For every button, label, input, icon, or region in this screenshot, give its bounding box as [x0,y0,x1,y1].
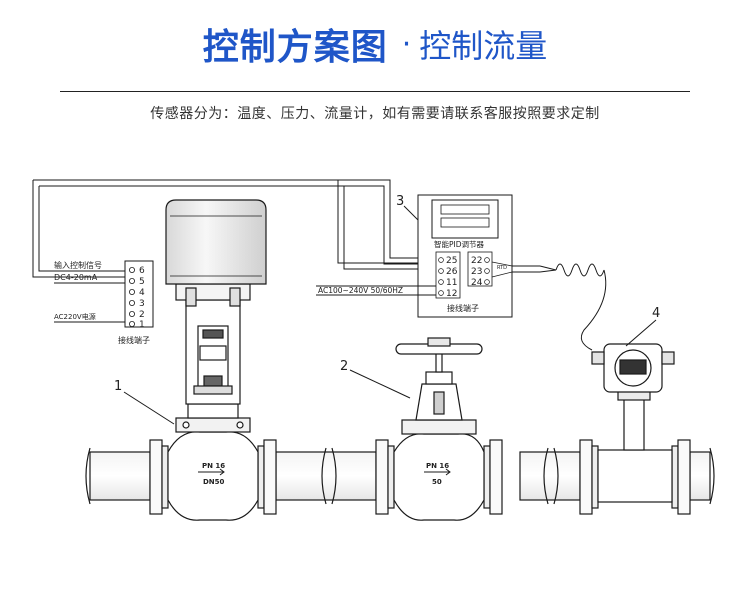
input-signal-label: 输入控制信号 [54,260,102,270]
valve1-marking: PN 16 DN50 [198,462,225,486]
signal-wiring [32,179,418,278]
pid-terminal-11: 11 [446,278,457,288]
callout-1: 1 [114,379,122,394]
electric-control-valve [149,199,277,521]
title-separator: · [401,26,412,62]
valve1-pressure-rating: PN 16 [202,462,225,470]
pid-controller-name: 智能PID调节器 [434,239,485,249]
pid-terminal-22: 22 [471,256,482,266]
pid-terminal-25: 25 [446,256,457,266]
callout-leaders [123,205,657,425]
pid-terminal-26: 26 [446,267,458,277]
actuator-terminal-6: 6 [139,266,145,276]
actuator-terminal-2: 2 [139,310,145,320]
title-divider [60,91,690,92]
pid-terminal-23: 23 [471,267,482,277]
callout-3: 3 [396,194,404,209]
page-subtitle-heading: 控制流量 [419,27,548,65]
actuator-terminal-block: 6 5 4 3 2 1 输入控制信号 DC4-20mA AC220V电源 接线端… [54,260,154,345]
actuator-terminal-caption: 接线端子 [118,335,150,345]
pid-terminal-12: 12 [446,289,457,299]
manual-globe-valve [375,337,503,521]
title-bar: 控制方案图 ·控制流量 [0,18,750,78]
actuator-terminal-3: 3 [139,299,145,309]
actuator-terminal-4: 4 [139,288,145,298]
rtd-label: RTD [497,265,507,271]
controller-terminal-caption: 接线端子 [447,303,479,313]
valve2-nominal-size: 50 [432,478,442,486]
valve2-marking: PN 16 50 [424,462,451,486]
pid-terminal-24: 24 [471,278,483,288]
sensor-note: 传感器分为：温度、压力、流量计，如有需要请联系客服按照要求定制 [150,106,600,122]
pid-controller: 智能PID调节器 25 26 11 12 22 23 24 RTD AC100~… [316,194,513,318]
flow-meter [579,343,691,515]
controller-power-label: AC100~240V 50/60HZ [318,286,403,295]
actuator-terminal-1: 1 [139,320,145,330]
valve2-pressure-rating: PN 16 [426,462,449,470]
valve1-nominal-size: DN50 [203,478,225,486]
ac-power-label: AC220V电源 [54,312,96,321]
callout-2: 2 [340,359,348,374]
page-title: 控制方案图 [202,27,388,68]
dc-signal-label: DC4-20mA [54,273,98,282]
callout-4: 4 [652,306,660,321]
sensor-cable [512,263,607,351]
actuator-terminal-5: 5 [139,277,145,287]
